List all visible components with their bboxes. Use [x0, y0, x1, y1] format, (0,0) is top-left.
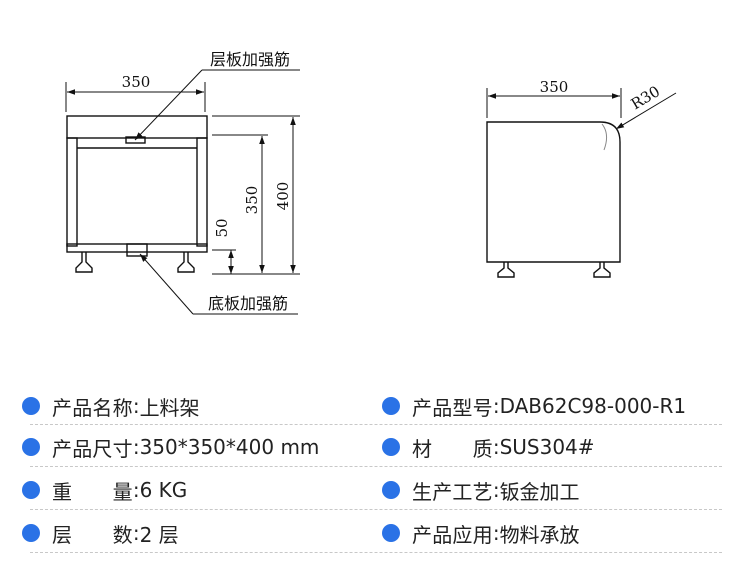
- divider: [30, 424, 722, 425]
- shelf-rib-leader: [134, 69, 203, 141]
- spec-label: 产品名称: [52, 395, 133, 420]
- bullet-dot-icon: [382, 438, 400, 456]
- radius-leader: [615, 92, 677, 130]
- spec-colon: :: [492, 521, 500, 545]
- spec-item-layers: 层 数:2 层: [22, 513, 179, 553]
- spec-value: 上料架: [139, 395, 200, 420]
- base-rib-leader: [139, 253, 194, 315]
- divider: [30, 466, 722, 467]
- spec-row: 产品尺寸:350*350*400 mm 材 质:SUS304#: [22, 427, 722, 471]
- spec-value: 350*350*400 mm: [139, 435, 320, 459]
- shelf-rib-label: 层板加强筋: [210, 50, 290, 69]
- bullet-dot-icon: [382, 524, 400, 542]
- spec-value: 钣金加工: [499, 479, 580, 504]
- bullet-dot-icon: [22, 397, 40, 415]
- divider: [30, 552, 722, 553]
- radius-label: R30: [628, 82, 663, 113]
- spec-value: 2 层: [139, 522, 179, 547]
- front-view: [65, 69, 300, 315]
- spec-colon: :: [492, 435, 500, 459]
- bullet-dot-icon: [382, 397, 400, 415]
- bullet-dot-icon: [22, 438, 40, 456]
- side-right-foot: [593, 262, 611, 278]
- spec-item-application: 产品应用:物料承放: [382, 513, 580, 553]
- spec-value: 物料承放: [499, 522, 580, 547]
- spec-row: 重 量:6 KG 生产工艺:钣金加工: [22, 470, 722, 514]
- spec-colon: :: [132, 521, 140, 545]
- spec-colon: :: [492, 478, 500, 502]
- side-view: [486, 88, 677, 278]
- base-rib: [126, 243, 148, 257]
- spec-item-size: 产品尺寸:350*350*400 mm: [22, 427, 319, 467]
- bottom-shelf: [66, 243, 208, 253]
- left-frame-side: [66, 137, 78, 247]
- spec-item-weight: 重 量:6 KG: [22, 470, 187, 510]
- spec-item-model: 产品型号:DAB62C98-000-R1: [382, 386, 686, 426]
- spec-item-material: 材 质:SUS304#: [382, 427, 595, 467]
- spec-label: 层 数: [52, 522, 133, 547]
- spec-value: DAB62C98-000-R1: [499, 394, 687, 418]
- spec-row: 层 数:2 层 产品应用:物料承放: [22, 513, 722, 557]
- height-50-label: 50: [213, 218, 231, 237]
- height-400-label: 400: [274, 182, 292, 211]
- spec-value: SUS304#: [499, 435, 595, 459]
- spec-value: 6 KG: [139, 478, 188, 502]
- spec-label: 材 质: [412, 436, 493, 461]
- technical-drawing: 350 层板加强筋 底板加强筋 50 350 400 350 R30: [65, 50, 677, 315]
- left-foot: [75, 252, 93, 273]
- side-width-dimension: 350: [540, 78, 569, 96]
- spec-colon: :: [132, 435, 140, 459]
- side-panel: [486, 121, 621, 263]
- base-rib-label: 底板加强筋: [208, 294, 288, 313]
- right-frame-side: [196, 137, 208, 247]
- side-left-foot: [497, 262, 515, 278]
- front-width-dimension: 350: [122, 73, 151, 91]
- spec-row: 产品名称:上料架 产品型号:DAB62C98-000-R1: [22, 386, 722, 430]
- top-shelf: [66, 115, 208, 139]
- height-350-label: 350: [243, 186, 261, 215]
- spec-colon: :: [132, 394, 140, 418]
- spec-item-process: 生产工艺:钣金加工: [382, 470, 580, 510]
- spec-colon: :: [492, 394, 500, 418]
- spec-colon: :: [132, 478, 140, 502]
- spec-label: 产品尺寸: [52, 436, 133, 461]
- spec-label: 重 量: [52, 479, 133, 504]
- bullet-dot-icon: [382, 481, 400, 499]
- spec-label: 产品应用: [412, 522, 493, 547]
- spec-item-product-name: 产品名称:上料架: [22, 386, 200, 426]
- bullet-dot-icon: [22, 524, 40, 542]
- right-foot: [177, 252, 195, 273]
- bullet-dot-icon: [22, 481, 40, 499]
- divider: [30, 509, 722, 510]
- spec-label: 产品型号: [412, 395, 493, 420]
- spec-label: 生产工艺: [412, 479, 493, 504]
